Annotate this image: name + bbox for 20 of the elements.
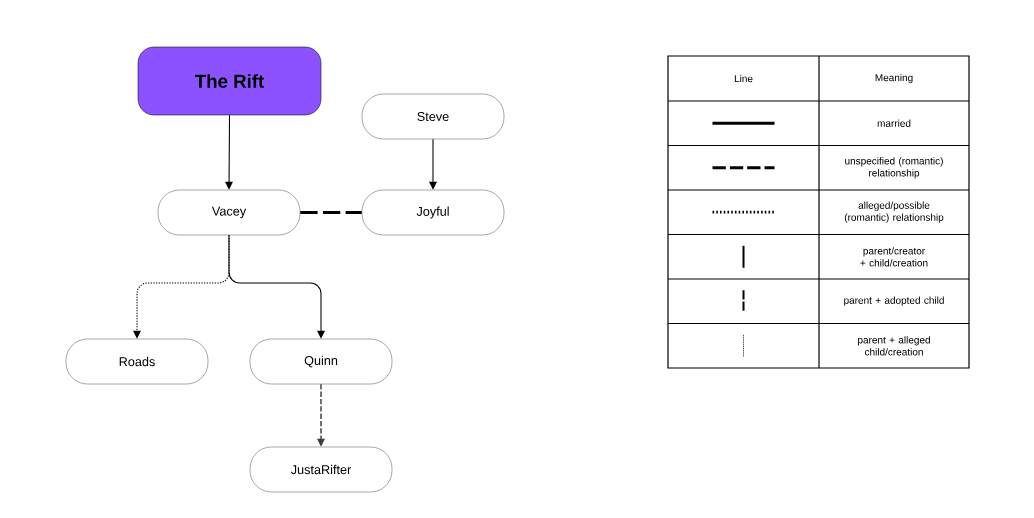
legend-text: parent + adopted child xyxy=(844,296,944,306)
arrow xyxy=(228,234,325,339)
name-box: Steve xyxy=(361,93,505,140)
column-header: Meaning xyxy=(875,73,913,84)
column-header: Line xyxy=(734,74,753,83)
arrow xyxy=(429,138,437,190)
legend-text: unspecified (romantic) relationship xyxy=(845,157,943,179)
name-box: Quinn xyxy=(249,338,393,385)
name-box: Vacey xyxy=(157,189,301,236)
arrow xyxy=(225,114,233,190)
connector-line xyxy=(300,211,362,214)
legend-text: alleged/possible (romantic) relationship xyxy=(844,201,944,223)
name-box: Roads xyxy=(65,338,209,385)
legend-text: parent/creator + child/creation xyxy=(860,247,928,267)
legend-text: married xyxy=(877,119,911,127)
name-box: Joyful xyxy=(361,189,505,236)
arrow xyxy=(317,383,325,447)
name-box: JustaRifter xyxy=(249,446,393,493)
title-box: The Rift xyxy=(137,46,322,116)
legend-text: parent + alleged child/creation xyxy=(858,336,930,356)
